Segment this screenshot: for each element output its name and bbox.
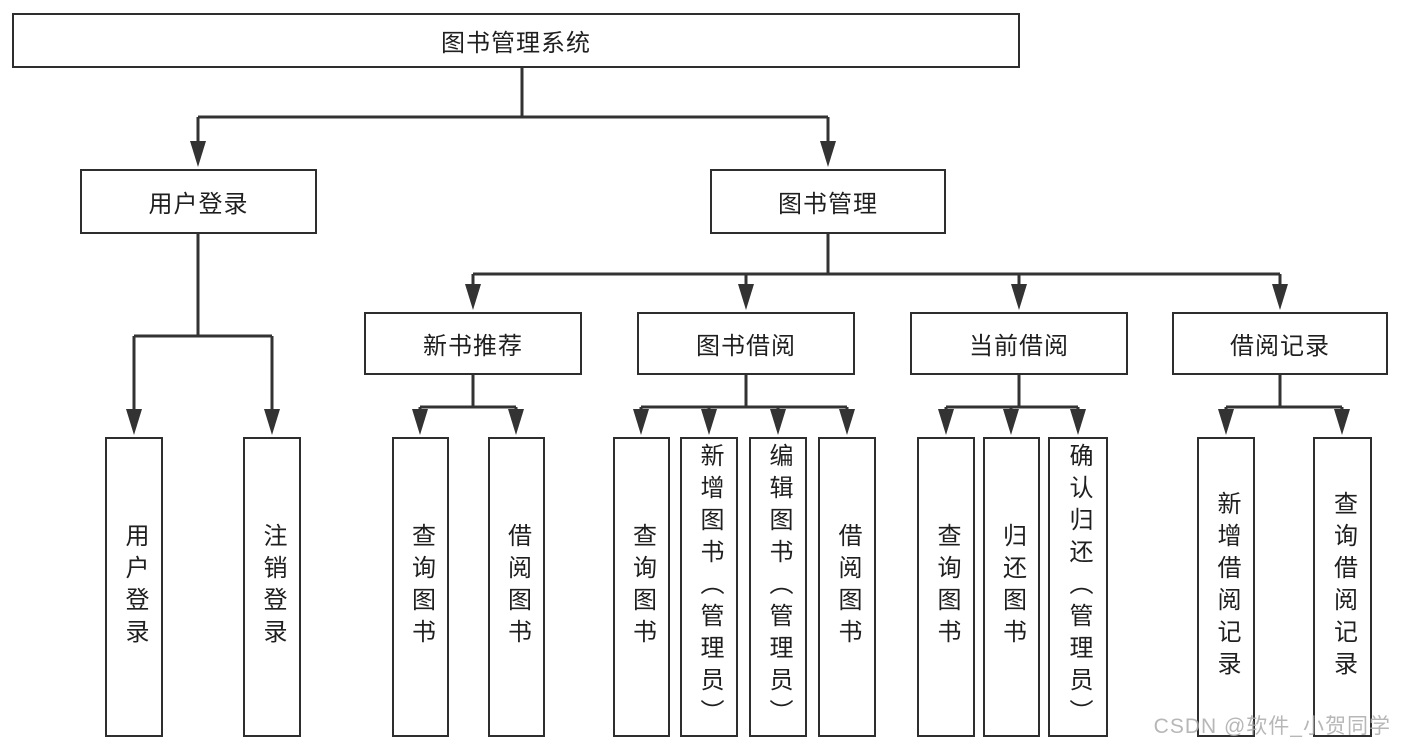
node-new-book-recommend: 新书推荐 [364,312,582,375]
node-leaf-logout: 注销登录 [243,437,301,737]
node-library-system: 图书管理系统 [12,13,1020,68]
node-current-borrowing-label: 当前借阅 [969,333,1069,360]
node-leaf-borrow-books: 借阅图书 [818,437,876,737]
node-book-management: 图书管理 [710,169,946,234]
node-leaf-add-borrow-record: 新增借阅记录 [1197,437,1255,737]
csdn-watermark: CSDN @软件_小贺同学 [1153,715,1391,738]
node-leaf-borrow-books-label: 借阅图书 [834,523,861,651]
node-borrow-records: 借阅记录 [1172,312,1388,375]
node-user-login-label: 用户登录 [148,191,249,218]
node-library-system-label: 图书管理系统 [441,30,591,57]
node-user-login: 用户登录 [80,169,317,234]
node-leaf-query-books-current: 查询图书 [917,437,975,737]
node-book-borrowing-label: 图书借阅 [696,333,796,360]
node-leaf-edit-book-admin-label: 编辑图书（管理员） [765,443,792,731]
node-leaf-confirm-return-admin: 确认归还（管理员） [1048,437,1108,737]
node-leaf-confirm-return-admin-label: 确认归还（管理员） [1065,443,1092,731]
node-leaf-borrow-books-recommend-label: 借阅图书 [503,523,531,651]
node-leaf-user-login-label: 用户登录 [121,523,148,651]
node-new-book-recommend-label: 新书推荐 [423,333,523,360]
node-leaf-return-books: 归还图书 [983,437,1040,737]
node-leaf-query-books-borrowing-label: 查询图书 [628,523,656,651]
arrowheads [126,141,1350,435]
node-current-borrowing: 当前借阅 [910,312,1128,375]
node-leaf-add-borrow-record-label: 新增借阅记录 [1213,491,1240,683]
node-leaf-query-borrow-record-label: 查询借阅记录 [1329,491,1357,683]
node-leaf-add-book-admin: 新增图书（管理员） [680,437,738,737]
node-leaf-logout-label: 注销登录 [259,523,286,651]
node-leaf-edit-book-admin: 编辑图书（管理员） [749,437,807,737]
node-leaf-query-books-borrowing: 查询图书 [613,437,670,737]
node-leaf-query-books-recommend-label: 查询图书 [407,523,435,651]
node-leaf-query-borrow-record: 查询借阅记录 [1313,437,1372,737]
node-book-borrowing: 图书借阅 [637,312,855,375]
node-leaf-query-books-recommend: 查询图书 [392,437,449,737]
node-leaf-user-login: 用户登录 [105,437,163,737]
node-leaf-borrow-books-recommend: 借阅图书 [488,437,545,737]
node-borrow-records-label: 借阅记录 [1230,333,1330,360]
node-leaf-return-books-label: 归还图书 [998,523,1026,651]
node-book-management-label: 图书管理 [778,191,878,218]
node-leaf-add-book-admin-label: 新增图书（管理员） [696,443,723,731]
node-leaf-query-books-current-label: 查询图书 [933,523,960,651]
